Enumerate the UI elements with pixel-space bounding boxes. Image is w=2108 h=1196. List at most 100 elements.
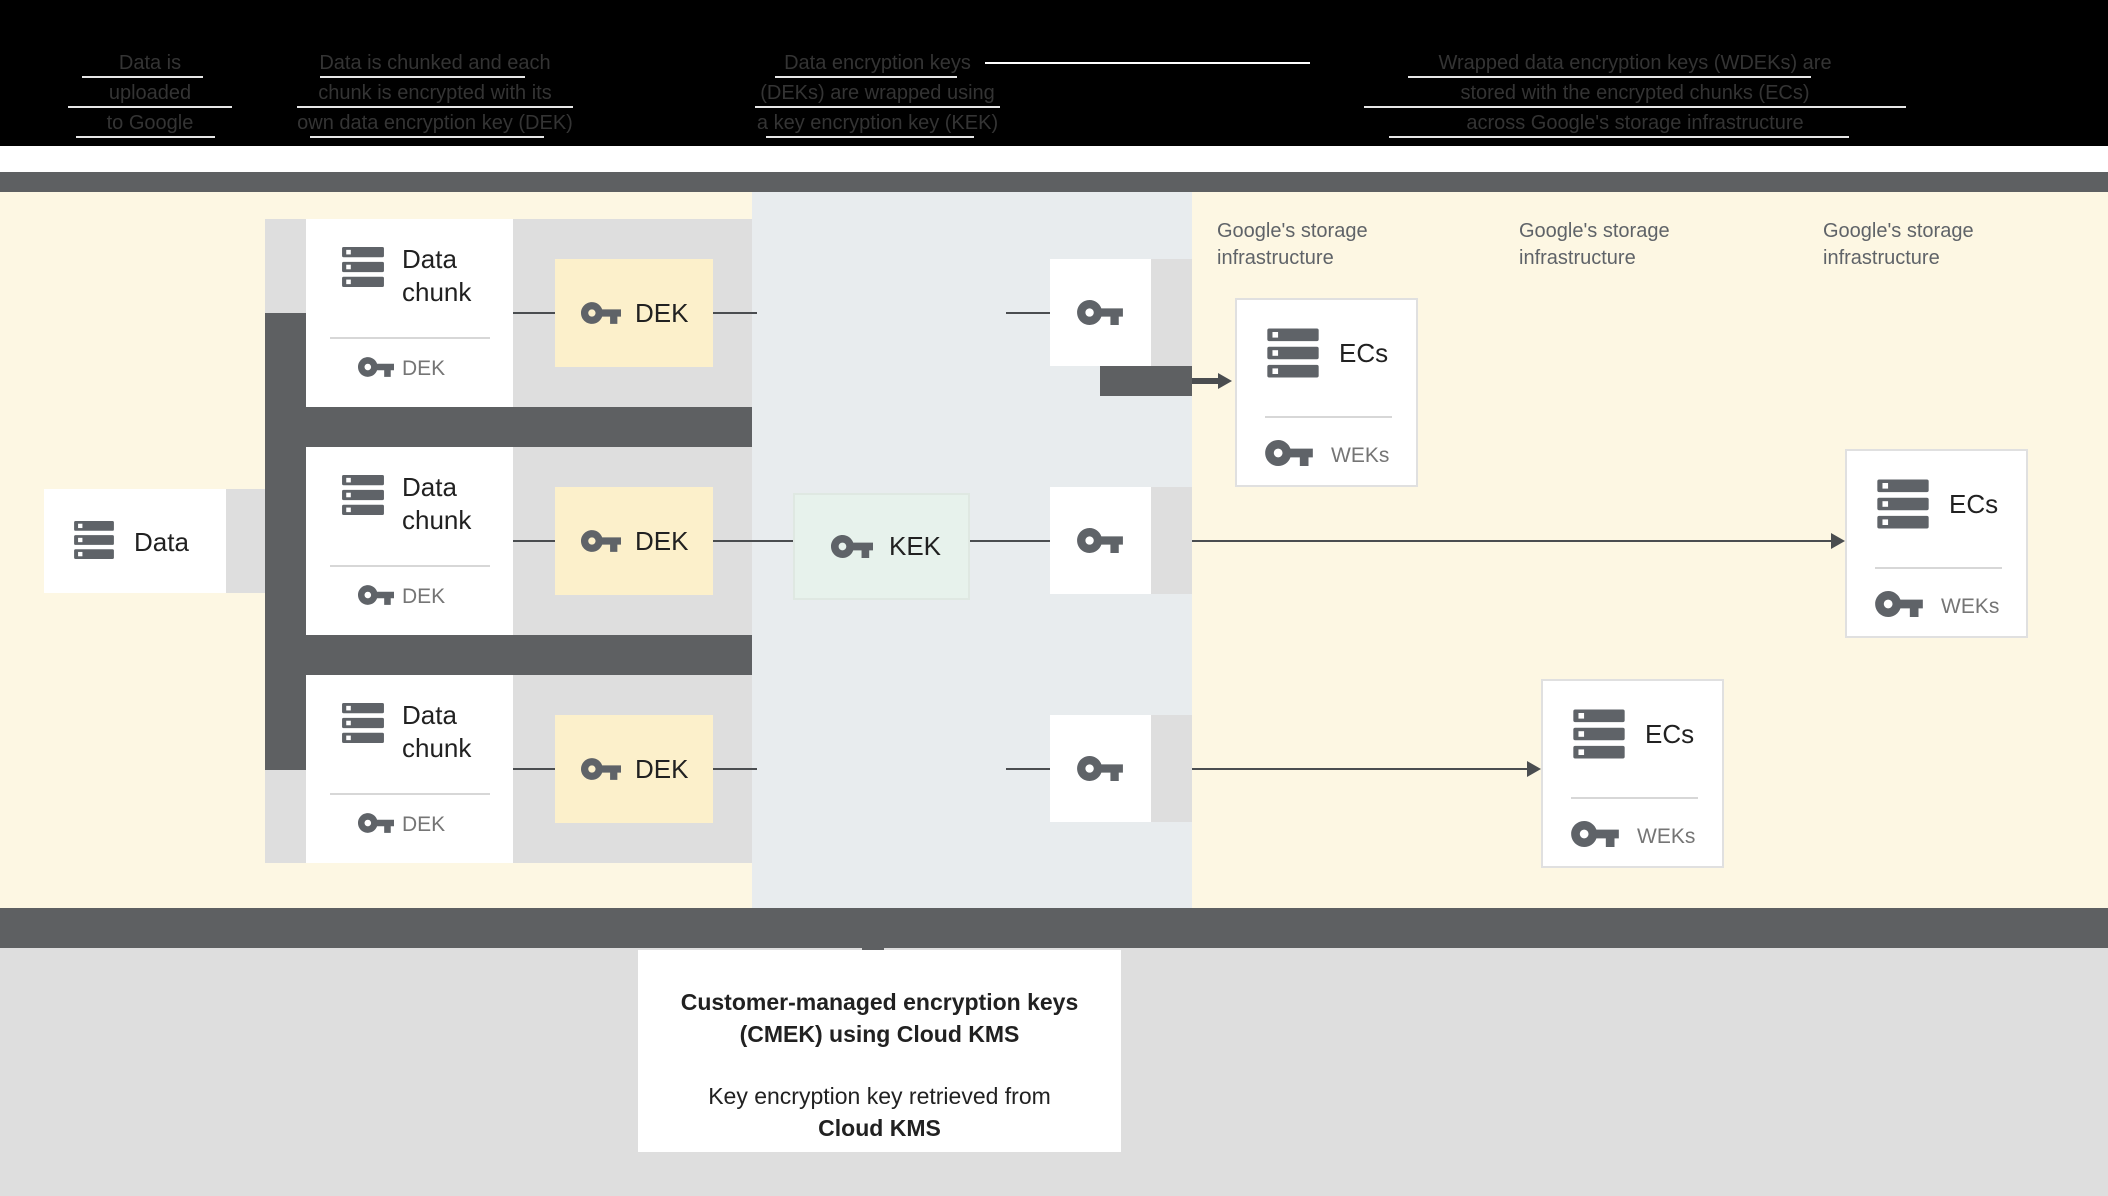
chunk-dek-label: DEK <box>402 585 446 608</box>
chunk-trunk-connector <box>265 313 306 770</box>
divider <box>330 793 490 795</box>
header-black-bar: Data is uploaded to Google Data is chunk… <box>0 0 2108 146</box>
chunk-title-line: Data <box>402 244 457 274</box>
caption-line: to Google <box>55 108 245 138</box>
storage-header-1: Google's storage infrastructure <box>1217 218 1497 272</box>
data-box: Data <box>44 489 226 593</box>
arrow-keybox3-ec3 <box>1192 768 1528 770</box>
footer-title: Customer-managed encryption keys (CMEK) … <box>638 986 1121 1050</box>
wek-label: WEKs <box>1941 595 2000 618</box>
database-icon <box>1573 709 1625 759</box>
header-caption-chunking: Data is chunked and each chunk is encryp… <box>275 48 595 138</box>
chunk-title-line: Data <box>402 700 457 730</box>
database-icon <box>74 521 114 559</box>
wek-label: WEKs <box>1331 444 1390 467</box>
keybox1-side-track <box>1151 259 1192 366</box>
arrow-keybox2-ec2 <box>1192 540 1832 542</box>
key-icon <box>1077 756 1123 781</box>
arrow-head-ec2 <box>1831 533 1845 549</box>
key-icon <box>358 813 394 833</box>
ec-label: ECs <box>1339 338 1389 368</box>
connector-kms-keybox1 <box>1006 312 1050 314</box>
caption-line: stored with the encrypted chunks (ECs) <box>1320 78 1950 108</box>
data-chunk-box-2: Data chunk DEK <box>306 447 513 635</box>
caption-line: across Google's storage infrastructure <box>1320 108 1950 138</box>
connector-chunk2-dek2 <box>513 540 555 542</box>
database-icon <box>1267 328 1319 378</box>
ec-box-2: ECs WEKs <box>1845 449 2028 638</box>
chunk-title: Data chunk <box>402 471 471 537</box>
footer-subtitle: Key encryption key retrieved from Cloud … <box>638 1080 1121 1144</box>
footer-title-line: (CMEK) using Cloud KMS <box>739 1021 1020 1047</box>
chunk-title: Data chunk <box>402 243 471 309</box>
connector-chunk3-dek3 <box>513 768 555 770</box>
chunk-dek-label: DEK <box>402 813 446 836</box>
storage-header-line: Google's storage <box>1217 220 1368 242</box>
caption-line: own data encryption key (DEK) <box>275 108 595 138</box>
caption-line: Wrapped data encryption keys (WDEKs) are <box>1320 48 1950 78</box>
storage-header-line: infrastructure <box>1217 247 1334 269</box>
header-caption-storage: Wrapped data encryption keys (WDEKs) are… <box>1320 48 1950 138</box>
dek-label: DEK <box>635 526 689 556</box>
storage-header-3: Google's storage infrastructure <box>1823 218 2103 272</box>
ec-box-3: ECs WEKs <box>1541 679 1724 868</box>
caption-line: chunk is encrypted with its <box>275 78 595 108</box>
key-icon <box>1077 528 1123 553</box>
storage-header-2: Google's storage infrastructure <box>1519 218 1799 272</box>
connector-dek1-kms <box>713 312 757 314</box>
divider <box>1265 416 1392 418</box>
connector-dek2-kek <box>713 540 793 542</box>
divider <box>1571 797 1698 799</box>
header-white-gap <box>0 146 2108 172</box>
key-icon <box>581 302 621 324</box>
caption-line: Data is <box>55 48 245 78</box>
data-chunk-box-3: Data chunk DEK <box>306 675 513 863</box>
glitch-line <box>985 62 1310 64</box>
dek-label: DEK <box>635 754 689 784</box>
key-icon <box>581 758 621 780</box>
database-icon <box>342 703 384 743</box>
storage-header-line: infrastructure <box>1823 247 1940 269</box>
key-icon <box>1875 591 1923 617</box>
wrapping-key-box-3 <box>1050 715 1151 822</box>
storage-header-line: Google's storage <box>1519 220 1670 242</box>
storage-header-line: Google's storage <box>1823 220 1974 242</box>
inter-row-connector-1 <box>306 407 752 447</box>
ec-label: ECs <box>1645 719 1695 749</box>
ec-box-1: ECs WEKs <box>1235 298 1418 487</box>
kek-box: KEK <box>793 493 970 600</box>
key-icon <box>831 535 873 558</box>
chunk-title-line: Data <box>402 472 457 502</box>
footer-title-line: Customer-managed encryption keys <box>680 989 1079 1015</box>
key-icon <box>1571 821 1619 847</box>
caption-line: Data is chunked and each <box>275 48 595 78</box>
bottom-dark-band <box>0 908 2108 948</box>
header-caption-wrapping: Data encryption keys (DEKs) are wrapped … <box>735 48 1020 138</box>
keybox3-side-track <box>1151 715 1192 822</box>
key-icon <box>1077 300 1123 325</box>
database-icon <box>342 475 384 515</box>
dek-label: DEK <box>635 298 689 328</box>
key-icon <box>1265 440 1313 466</box>
inter-row-connector-2 <box>306 635 752 675</box>
kek-label: KEK <box>889 531 942 561</box>
data-label: Data <box>134 527 189 557</box>
caption-line: uploaded <box>55 78 245 108</box>
keybox2-side-track <box>1151 487 1192 594</box>
connector-dek3-kms <box>713 768 757 770</box>
wrapping-key-box-1 <box>1050 259 1151 366</box>
connector-chunk1-dek1 <box>513 312 555 314</box>
arrow-head-ec1 <box>1218 373 1232 389</box>
chunk-title: Data chunk <box>402 699 471 765</box>
divider <box>330 565 490 567</box>
chunk-dek-label: DEK <box>402 357 446 380</box>
divider <box>1875 567 2002 569</box>
wrapping-key-box-2 <box>1050 487 1151 594</box>
data-connector-track <box>226 489 266 593</box>
database-icon <box>1877 479 1929 529</box>
data-chunk-box-1: Data chunk DEK <box>306 219 513 407</box>
chunk-title-line: chunk <box>402 733 472 763</box>
chunk-title-line: chunk <box>402 505 472 535</box>
storage-header-line: infrastructure <box>1519 247 1636 269</box>
connector-kek-keybox2 <box>970 540 1050 542</box>
